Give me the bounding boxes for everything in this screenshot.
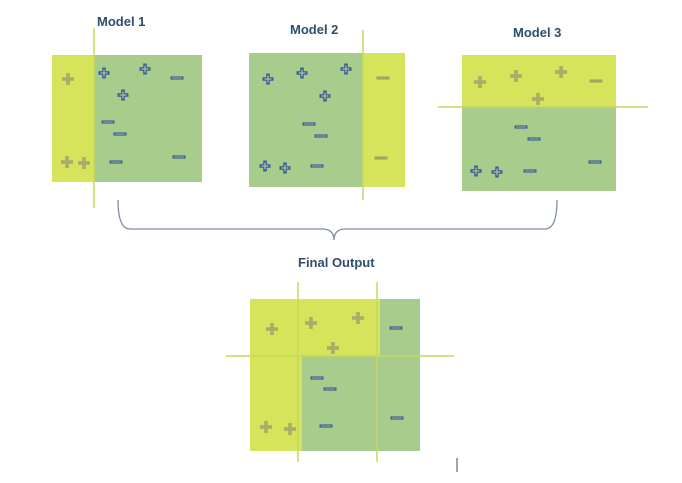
minus-icon: [523, 169, 537, 173]
final-output-title: Final Output: [298, 255, 375, 270]
minus-icon: [323, 387, 337, 391]
model2-panel: [249, 30, 405, 200]
minus-icon: [109, 160, 123, 164]
minus-icon: [390, 416, 404, 420]
minus-icon: [376, 76, 390, 80]
minus-icon: [319, 424, 333, 428]
minus-icon: [172, 155, 186, 159]
minus-icon: [514, 125, 528, 129]
minus-icon: [374, 156, 388, 160]
model3-title: Model 3: [513, 25, 562, 40]
model1-panel: [52, 28, 202, 208]
minus-icon: [588, 160, 602, 164]
minus-icon: [170, 76, 184, 80]
minus-icon: [314, 134, 328, 138]
minus-icon: [310, 376, 324, 380]
minus-icon: [310, 164, 324, 168]
model3-panel: [438, 55, 648, 191]
minus-icon: [101, 120, 115, 124]
minus-icon: [302, 122, 316, 126]
minus-icon: [389, 326, 403, 330]
minus-icon: [589, 79, 603, 83]
minus-icon: [113, 132, 127, 136]
combining-brace: [117, 199, 558, 241]
final-output-panel: [226, 282, 454, 462]
model2-title: Model 2: [290, 22, 339, 37]
minus-icon: [527, 137, 541, 141]
model1-title: Model 1: [97, 14, 146, 29]
